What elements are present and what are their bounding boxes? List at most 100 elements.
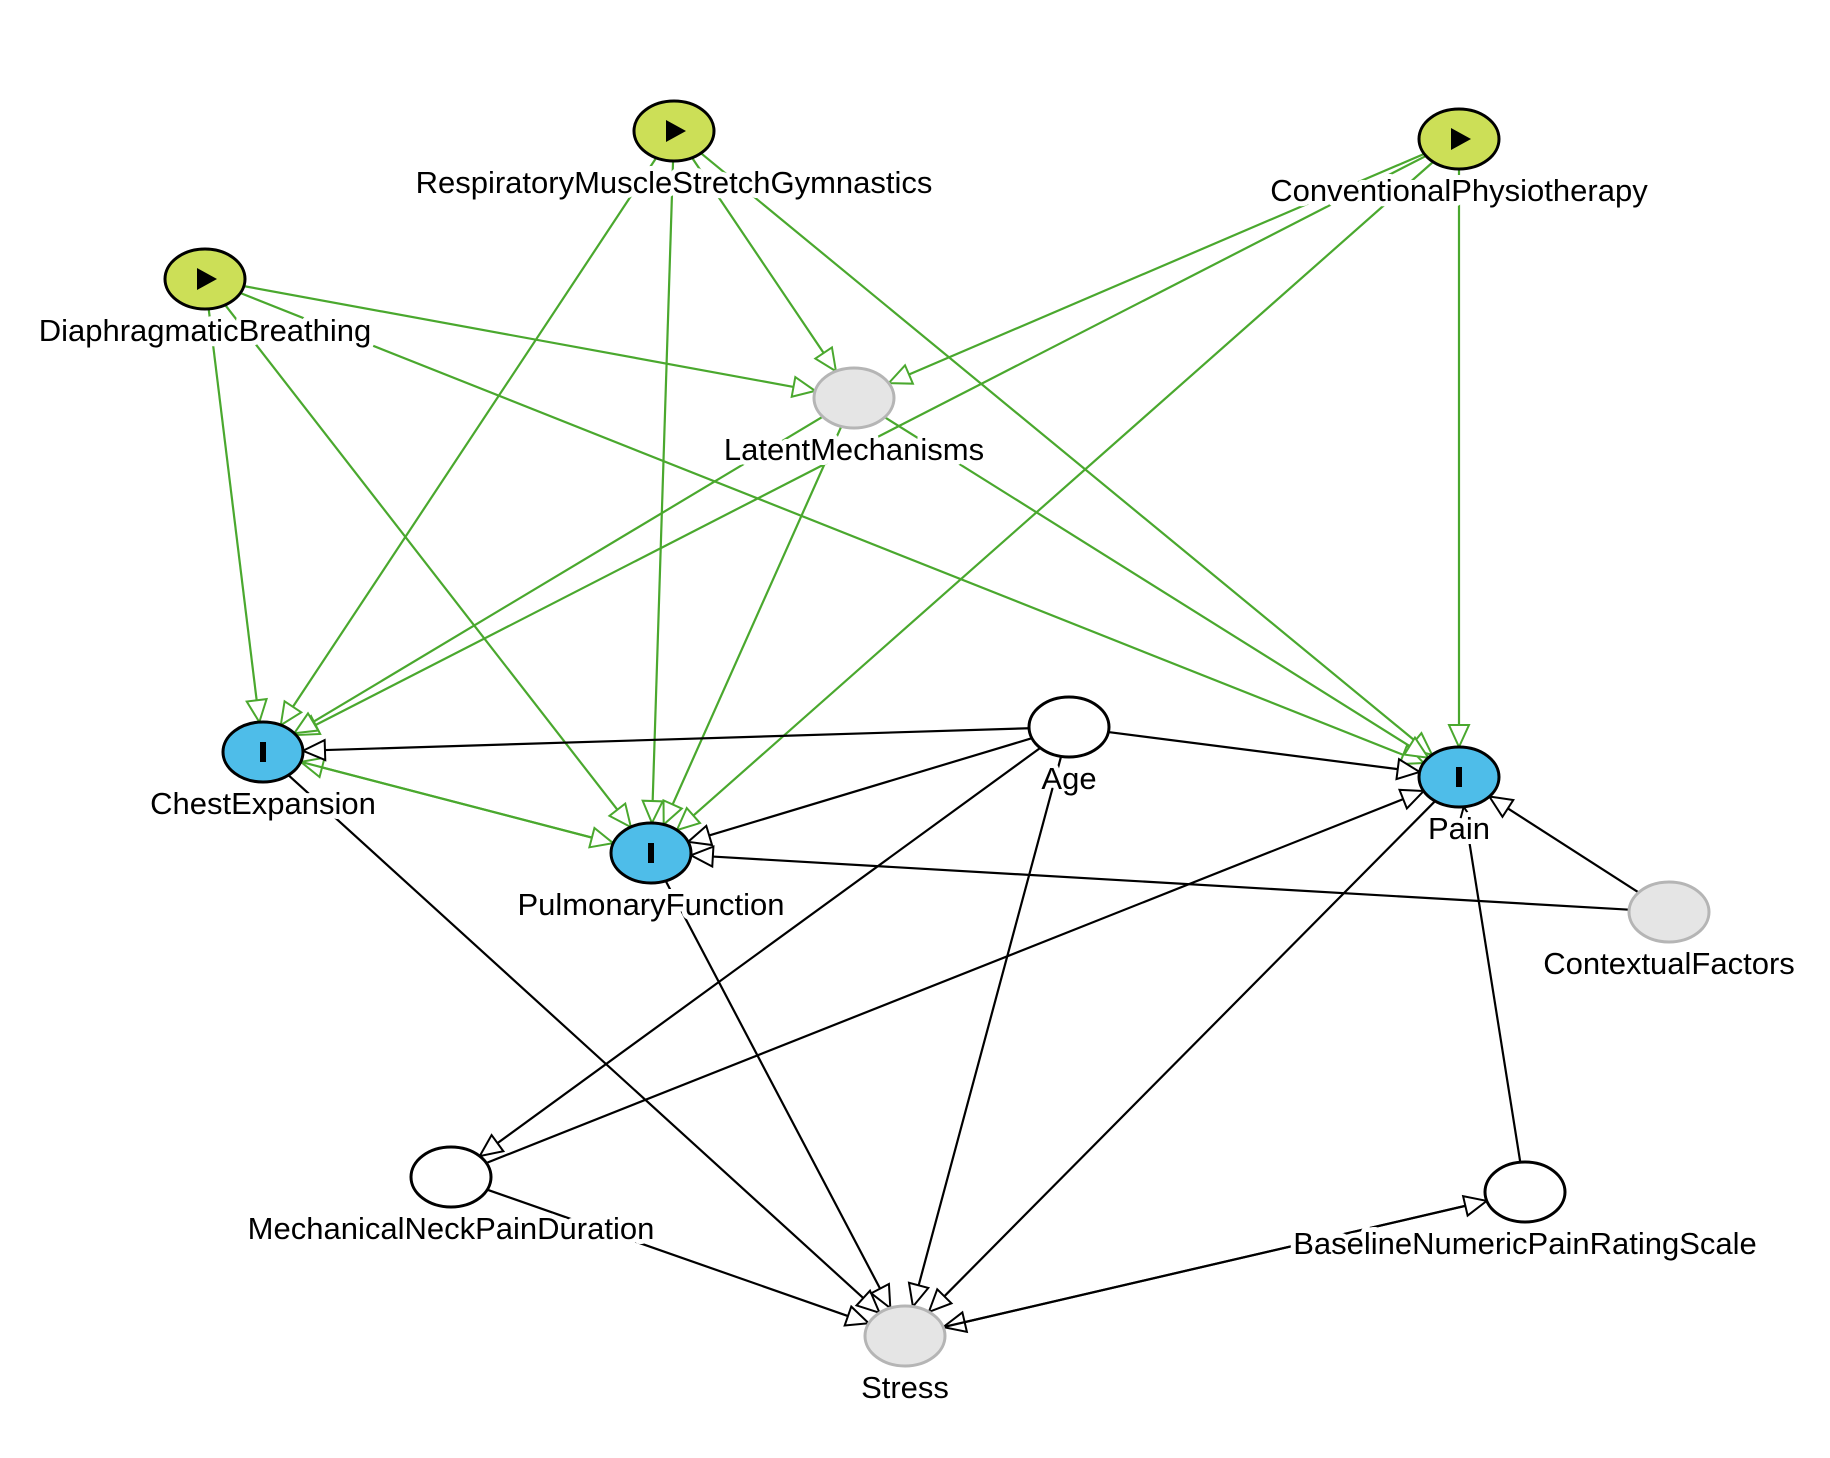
edge-line (908, 152, 1425, 376)
edge-line (664, 880, 882, 1290)
edge-db-to-ce (207, 308, 269, 725)
node-label: ConventionalPhysiotherapy (1270, 173, 1648, 208)
arrowhead-icon (1461, 1194, 1490, 1218)
arrowhead-icon (813, 345, 838, 374)
edge-lm-to-pain (884, 416, 1431, 760)
arrowhead-icon (1487, 795, 1515, 819)
arrowhead-icon (1447, 724, 1471, 750)
node-ellipse[interactable] (1627, 880, 1711, 944)
arrowhead-icon (1402, 735, 1431, 760)
edge-db-to-pf (224, 304, 633, 829)
edge-ce-to-pf (300, 760, 616, 849)
arrowhead-icon (675, 806, 702, 832)
arrowhead-icon (607, 801, 633, 829)
play-icon (666, 120, 686, 142)
outcome-bar-icon (1456, 767, 1462, 787)
node-label: DiaphragmaticBreathing (39, 313, 372, 348)
node-label-halo: Pain (1428, 811, 1490, 846)
edge-lm-to-pf (662, 426, 843, 827)
node-ellipse[interactable] (812, 366, 896, 430)
node-ellipse[interactable] (409, 1145, 493, 1209)
node-label: BaselineNumericPainRatingScale (1293, 1226, 1757, 1261)
arrowhead-icon (292, 711, 320, 735)
edge-bnprs-to-pain (1455, 804, 1522, 1163)
edge-age-to-ce (300, 727, 1030, 762)
node-mnpd[interactable]: MechanicalNeckPainDurationMechanicalNeck… (243, 1145, 659, 1251)
edge-line (692, 161, 1434, 817)
node-rmsg[interactable]: RespiratoryMuscleStretchGymnasticsRespir… (411, 99, 937, 205)
edge-cp-to-lm (886, 152, 1425, 385)
edge-rmsg-to-ce (279, 157, 658, 728)
play-icon (197, 268, 217, 290)
node-label-halo: BaselineNumericPainRatingScale (1293, 1226, 1757, 1261)
edge-rmsg-to-pf (641, 160, 675, 826)
edge-ce-to-stress (287, 774, 882, 1315)
edge-layer (207, 152, 1640, 1334)
edge-line (1507, 807, 1640, 894)
node-db[interactable]: DiaphragmaticBreathingDiaphragmaticBreat… (34, 247, 376, 353)
node-cp[interactable]: ConventionalPhysiotherapyConventionalPhy… (1265, 107, 1653, 213)
arrowhead-icon (588, 826, 616, 849)
edge-line (651, 160, 675, 802)
node-label: Stress (861, 1370, 949, 1405)
edge-line (485, 798, 1404, 1164)
edge-line (312, 415, 824, 723)
edge-age-to-pf (685, 737, 1033, 847)
edge-line (1466, 828, 1522, 1163)
node-ellipse[interactable] (1483, 1160, 1567, 1224)
node-label-halo: LatentMechanisms (724, 432, 984, 467)
arrowhead-icon (854, 1288, 882, 1315)
node-label: RespiratoryMuscleStretchGymnastics (416, 165, 933, 200)
edge-line (712, 855, 1630, 911)
arrowhead-icon (662, 798, 684, 827)
arrowhead-icon (685, 824, 714, 847)
arrowhead-icon (279, 699, 304, 728)
arrowhead-icon (790, 375, 818, 399)
edge-line (224, 304, 619, 811)
edge-mnpd-to-stress (486, 1188, 872, 1327)
edge-line (1108, 730, 1398, 771)
edge-line (243, 285, 794, 388)
node-layer: RespiratoryMuscleStretchGymnasticsRespir… (34, 99, 1800, 1410)
edge-line (942, 1204, 1466, 1329)
edge-line (884, 416, 1411, 748)
node-label-halo: ChestExpansion (150, 786, 376, 821)
edge-lm-to-ce (292, 415, 824, 735)
node-ellipse[interactable] (863, 1304, 947, 1368)
outcome-bar-icon (260, 742, 266, 762)
edge-line (287, 774, 865, 1299)
edge-cf-to-pf (688, 845, 1630, 911)
edge-line (700, 152, 1416, 742)
arrowhead-icon (688, 845, 715, 869)
node-ellipse[interactable] (1027, 695, 1111, 759)
edge-line (486, 1188, 849, 1318)
arrowhead-icon (245, 697, 269, 725)
node-bnprs[interactable]: BaselineNumericPainRatingScaleBaselineNu… (1288, 1160, 1762, 1266)
outcome-bar-icon (648, 843, 654, 863)
node-label-halo: Age (1041, 761, 1096, 796)
node-label: ChestExpansion (150, 786, 376, 821)
arrowhead-icon (927, 1287, 954, 1314)
arrowhead-icon (869, 1282, 892, 1311)
arrowhead-icon (1398, 788, 1426, 811)
edge-cf-to-pain (1487, 795, 1640, 894)
edge-rmsg-to-lm (691, 157, 838, 374)
edge-age-to-mnpd (477, 747, 1041, 1158)
edge-line (917, 756, 1063, 1286)
node-label-halo: ContextualFactors (1543, 946, 1795, 981)
edge-line (496, 747, 1041, 1145)
edge-age-to-pain (1108, 730, 1422, 781)
node-label: PulmonaryFunction (517, 887, 784, 922)
node-label-halo: RespiratoryMuscleStretchGymnastics (416, 165, 933, 200)
node-label: Pain (1428, 811, 1490, 846)
play-icon (1451, 128, 1471, 150)
arrowhead-icon (886, 363, 915, 385)
node-label-halo: MechanicalNeckPainDuration (248, 1211, 655, 1246)
